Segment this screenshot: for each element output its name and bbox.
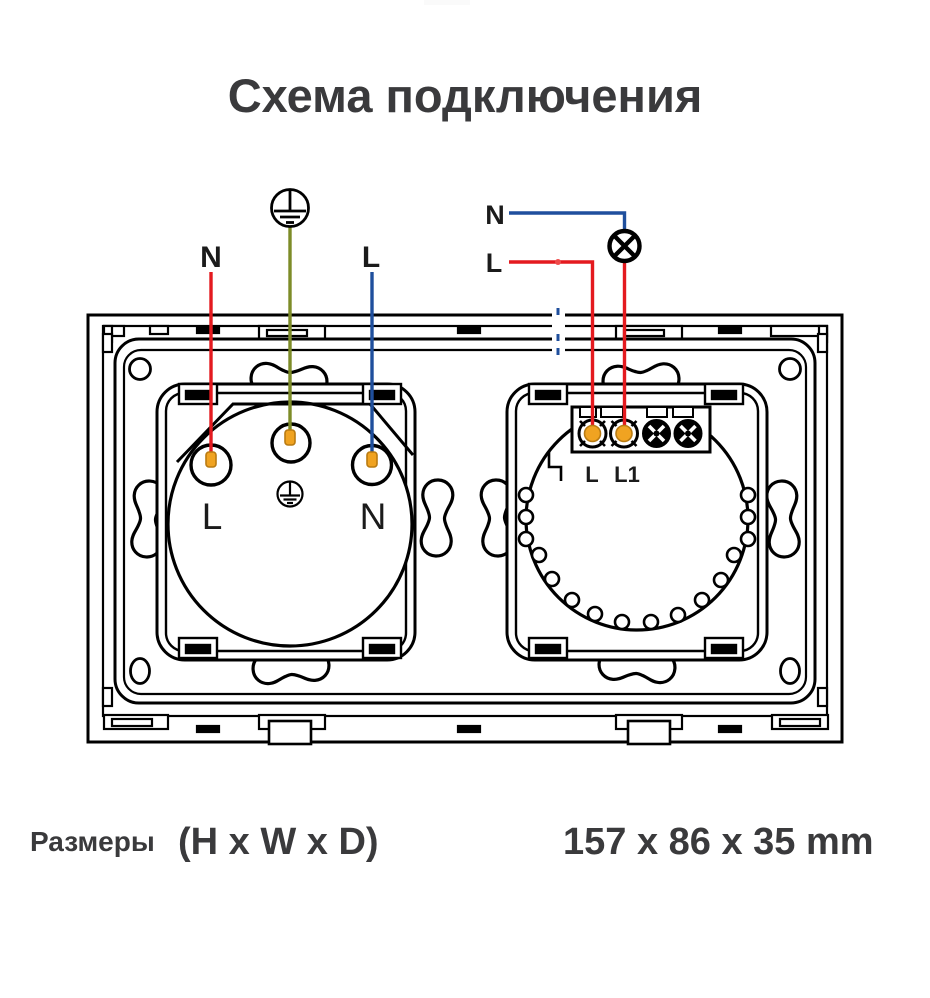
socket-neutral-terminal-label: N [360, 496, 387, 537]
switch-terminal-l-label: L [585, 462, 598, 487]
dimensions-axes: (H x W x D) [178, 821, 379, 863]
plate-side-tabs [101, 332, 829, 708]
socket-top-shoulder [175, 402, 415, 464]
socket-feed-line-label: L [362, 241, 380, 274]
plate-cutouts [130, 361, 801, 686]
lamp-icon [607, 228, 642, 264]
switch-unit [505, 382, 769, 662]
switch-frame-claws [527, 382, 745, 660]
page-title: Схема подключения [228, 69, 703, 122]
cutout [419, 478, 455, 558]
switch-bottom-bumps [530, 546, 743, 631]
earth-symbol-icon [270, 188, 310, 228]
ferrule-neutral [366, 451, 378, 468]
terminal-screw-spare-2 [673, 419, 703, 448]
dimensions-value: 157 x 86 x 35 mm [563, 821, 874, 863]
ferrule-switch-l1 [615, 424, 633, 443]
switch-feed-neutral-label: N [485, 200, 505, 230]
switch-neutral-wire [509, 211, 627, 232]
ferrule-live [205, 451, 217, 468]
switch-terminal-l1-label: L1 [614, 462, 640, 487]
plate-bottom-tabs [102, 713, 830, 746]
wire-junction-dot [555, 259, 561, 265]
wire-ferrules [205, 424, 633, 468]
switch-side-bumps [517, 486, 757, 548]
socket-feed-neutral-label: N [200, 241, 222, 274]
live-wires [209, 260, 627, 458]
earth-symbol-small-icon [276, 480, 304, 508]
top-crop-artifact [424, 0, 470, 5]
ferrule-earth [284, 429, 296, 446]
dimensions-label: Размеры [30, 826, 155, 857]
plate-corner-holes [128, 357, 802, 685]
ferrule-switch-l [583, 424, 602, 443]
switch-body-notch [547, 452, 563, 481]
neutral-wires [370, 211, 627, 458]
terminal-block-tabs [579, 406, 694, 418]
socket-live-terminal-label: L [202, 496, 223, 537]
hidden-wire-gap [552, 306, 565, 360]
switch-feed-line-label: L [486, 248, 503, 278]
switch-live-wire [509, 260, 595, 428]
terminal-screw-spare-1 [642, 419, 671, 448]
diagram-texts: Схема подключения N L N L L N L L1 Разме… [30, 69, 874, 863]
cutout [765, 479, 801, 559]
